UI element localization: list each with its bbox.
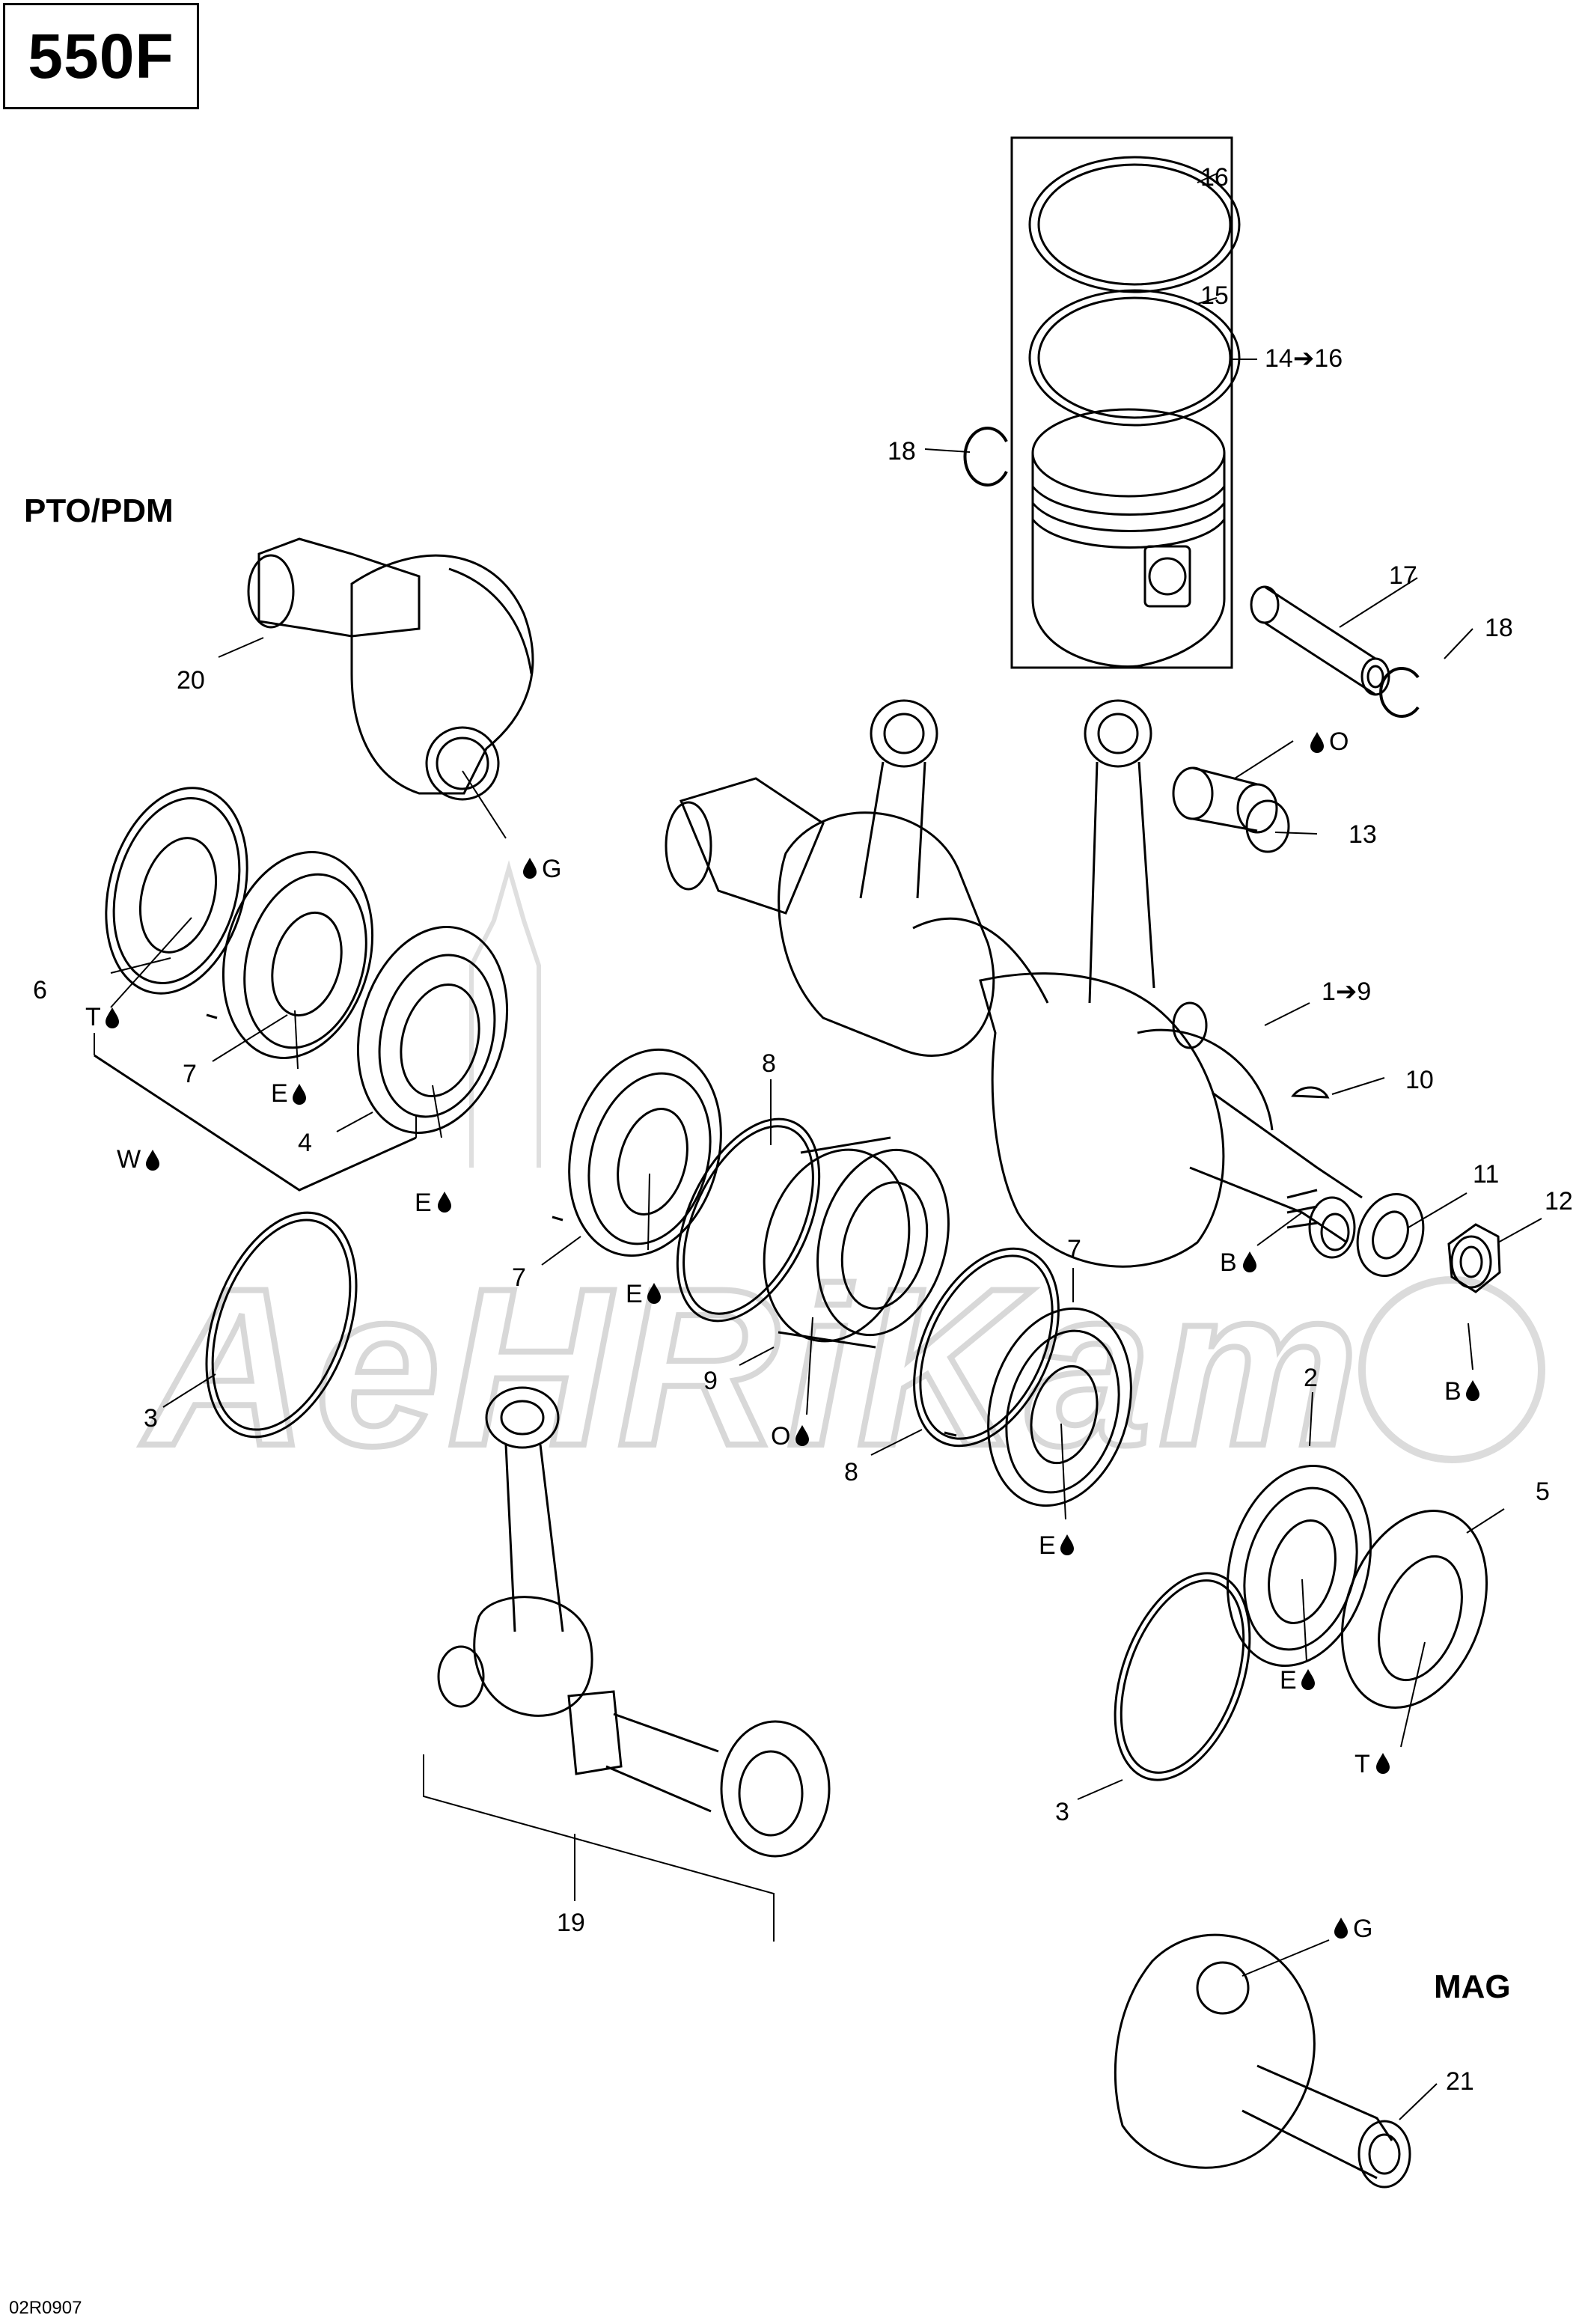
woodruff-key-10 xyxy=(1291,1086,1330,1099)
callout-8-upper: 8 xyxy=(762,1049,776,1078)
oil-seal-5 xyxy=(1340,1510,1488,1709)
callout-7-center: 7 xyxy=(512,1263,526,1292)
pto-crank-half xyxy=(247,537,534,801)
callout-lube-g-mag: G xyxy=(1353,1915,1372,1943)
retaining-ring-8-upper xyxy=(676,1117,821,1323)
callout-lube-t-right: T xyxy=(1354,1750,1370,1778)
o-ring-3-right xyxy=(1114,1572,1251,1781)
callout-19: 19 xyxy=(557,1909,585,1937)
ball-bearing-7-left xyxy=(206,851,374,1059)
callout-3-right: 3 xyxy=(1055,1798,1069,1826)
reference-code: 02R0907 xyxy=(9,2298,82,2318)
callout-lube-e-c: E xyxy=(626,1280,643,1308)
model-title: 550F xyxy=(28,20,174,91)
seal-ring-4 xyxy=(356,926,509,1134)
ball-bearing-7-right xyxy=(944,1307,1132,1507)
callout-12: 12 xyxy=(1545,1187,1573,1216)
model-badge: 550F xyxy=(3,3,199,109)
callout-lube-o-lower: O xyxy=(771,1422,790,1451)
callout-lube-e-a: E xyxy=(271,1079,288,1108)
hex-nut-12 xyxy=(1447,1223,1501,1293)
callout-8-lower: 8 xyxy=(844,1458,858,1486)
callout-11: 11 xyxy=(1473,1160,1499,1189)
callout-lube-w: W xyxy=(117,1145,141,1174)
callout-9: 9 xyxy=(703,1367,718,1395)
leader-lines xyxy=(110,173,1542,2120)
circlip-18-upper xyxy=(963,427,1008,487)
callout-lube-b-b: B xyxy=(1444,1377,1462,1406)
callout-lube-o-upper: O xyxy=(1329,728,1349,756)
callout-lube-e-d: E xyxy=(1039,1531,1056,1560)
connecting-rod-kit-19 xyxy=(437,1386,831,1858)
callout-2: 2 xyxy=(1304,1364,1318,1392)
callout-3-left: 3 xyxy=(144,1404,158,1433)
o-ring-3-left xyxy=(205,1211,358,1439)
oil-seal-6 xyxy=(105,787,248,995)
needle-bearing-13 xyxy=(1172,766,1290,853)
piston xyxy=(1031,408,1226,668)
callout-14-16: 14➔16 xyxy=(1265,344,1343,373)
pto-side-label: PTO/PDM xyxy=(24,492,174,529)
callout-5: 5 xyxy=(1536,1477,1550,1506)
callout-21: 21 xyxy=(1446,2067,1474,2096)
retaining-ring-8-lower xyxy=(913,1247,1060,1448)
piston-ring-16 xyxy=(1028,156,1241,293)
watermark-wheel xyxy=(1358,1276,1545,1463)
callout-7-right: 7 xyxy=(1067,1235,1081,1263)
callout-17: 17 xyxy=(1389,561,1417,590)
callout-labels: 16 15 14➔16 18 18 17 20 O 13 G 6 T 1➔9 7… xyxy=(33,163,1573,2096)
callout-lube-e-e: E xyxy=(1280,1666,1297,1695)
piston-pin xyxy=(1250,585,1390,696)
crankshaft-assembly xyxy=(665,699,1363,1268)
callout-18-upper: 18 xyxy=(888,437,916,466)
callout-20: 20 xyxy=(177,666,205,695)
piston-ring-15 xyxy=(1028,289,1241,427)
callout-lube-g-pto: G xyxy=(542,855,561,883)
watermark-spire xyxy=(469,860,541,1168)
watermark: AeHRiKam xyxy=(135,860,1545,1495)
callout-13: 13 xyxy=(1349,820,1377,849)
ball-bearing-7-center xyxy=(552,1048,722,1257)
watermark-text: AeHRiKam xyxy=(138,1241,1366,1492)
callout-lube-t-left: T xyxy=(85,1003,101,1031)
callout-7-left: 7 xyxy=(183,1060,197,1088)
mag-side-label: MAG xyxy=(1434,1968,1511,2005)
mag-crank-half xyxy=(1114,1933,1411,2189)
callout-6: 6 xyxy=(33,976,47,1004)
lock-washer-11 xyxy=(1356,1192,1425,1278)
callout-16: 16 xyxy=(1200,163,1229,192)
piston-kit-frame xyxy=(1010,136,1233,669)
callout-lube-e-b: E xyxy=(415,1189,432,1217)
callout-lube-b-a: B xyxy=(1220,1248,1237,1277)
callout-10: 10 xyxy=(1405,1066,1434,1094)
w-bracket xyxy=(94,1054,417,1192)
callout-1-9: 1➔9 xyxy=(1322,978,1371,1006)
callout-18-lower: 18 xyxy=(1485,614,1513,642)
callout-15: 15 xyxy=(1200,281,1229,310)
callout-4: 4 xyxy=(298,1129,312,1157)
rod-kit-bracket xyxy=(423,1754,775,1942)
circlip-18-lower xyxy=(1379,667,1420,718)
